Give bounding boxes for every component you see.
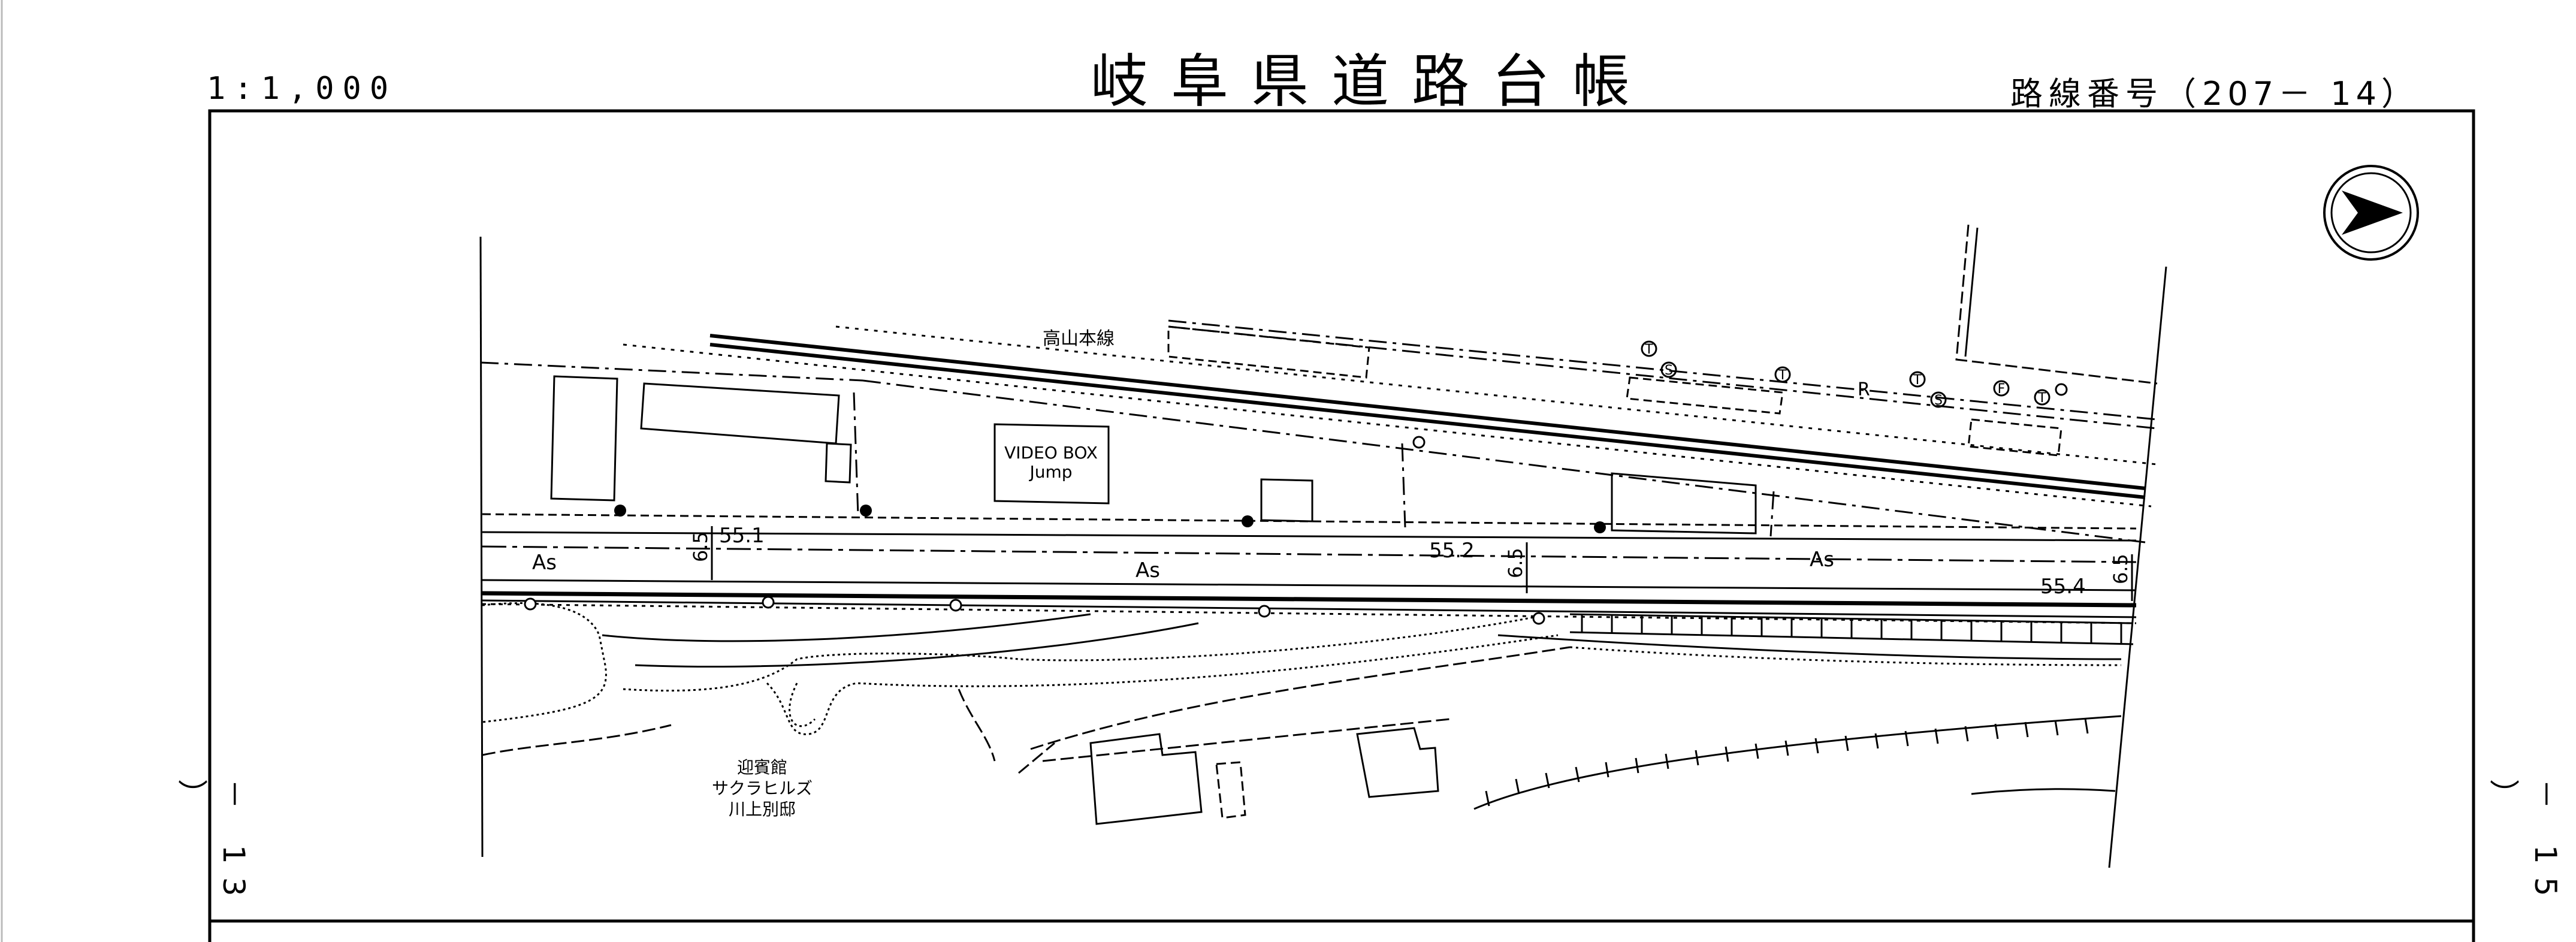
rail-marker-labels: T S T T S F T (1644, 342, 2046, 408)
marker-label: S (1665, 363, 1673, 378)
rail-side-facilities (1167, 325, 2062, 457)
building-label-3: 川上別邸 (729, 799, 796, 819)
width-label: 6.5 (1504, 548, 1527, 578)
width-label: 6.5 (689, 532, 712, 562)
guard-rail-ticks (1581, 615, 2122, 644)
width-label: 6.5 (2109, 554, 2132, 584)
marker-label: T (1778, 368, 1787, 383)
elevation-label: 55.4 (2040, 575, 2086, 599)
rail-mark-label: R (1858, 379, 1870, 400)
route-number: 路線番号（207－ 14） (2010, 67, 2420, 114)
adjacent-sheet-right: － 15 ） (2485, 779, 2563, 910)
elevation-label: 55.2 (1429, 539, 1475, 563)
marker-label: T (1644, 342, 1653, 357)
building-label-1: 迎賓館 (737, 757, 787, 777)
building-label-2: サクラヒルズ (712, 778, 813, 798)
north-buildings (550, 375, 1775, 537)
road-markers (524, 383, 2068, 625)
elevation-label: 55.1 (719, 524, 765, 548)
north-arrow-icon (2323, 165, 2419, 261)
railway-track (480, 319, 2158, 544)
route-suffix: ） (2381, 75, 2420, 113)
page-title: 岐阜県道路台帳 (1091, 48, 1653, 115)
route-number-value: 207－ 14 (2202, 75, 2381, 113)
width-dimensions (711, 526, 2133, 601)
map-scale: 1:1,000 (207, 71, 397, 107)
shop-label-2: Jump (1028, 462, 1072, 482)
match-line-right (2108, 266, 2167, 868)
river-banks (482, 602, 2122, 774)
utility-poles (614, 505, 1606, 533)
route-prefix: 路線番号（ (2010, 75, 2202, 113)
pavement-label: As (1136, 558, 1160, 582)
marker-label: T (1913, 373, 1922, 388)
map-labels: 高山本線 VIDEO BOX Jump As As As 55.1 55.2 5… (532, 328, 2132, 819)
marker-label: F (1998, 382, 2006, 397)
shop-label-1: VIDEO BOX (1004, 443, 1098, 463)
marker-label: S (1934, 393, 1943, 408)
marker-label: T (2037, 391, 2046, 406)
upper-right-building (1955, 224, 2158, 385)
south-buildings (1089, 727, 1439, 825)
adjacent-sheet-left: － 13 ） (173, 779, 251, 910)
rail-line-label: 高山本線 (1043, 328, 1115, 349)
match-line-left (479, 236, 484, 858)
pavement-label: As (532, 551, 557, 575)
prefectural-road (482, 513, 2137, 624)
rail-markers (1641, 340, 2050, 408)
pavement-label: As (1810, 548, 1834, 572)
lower-embankment (1473, 715, 2122, 810)
map-frame (208, 109, 2475, 942)
